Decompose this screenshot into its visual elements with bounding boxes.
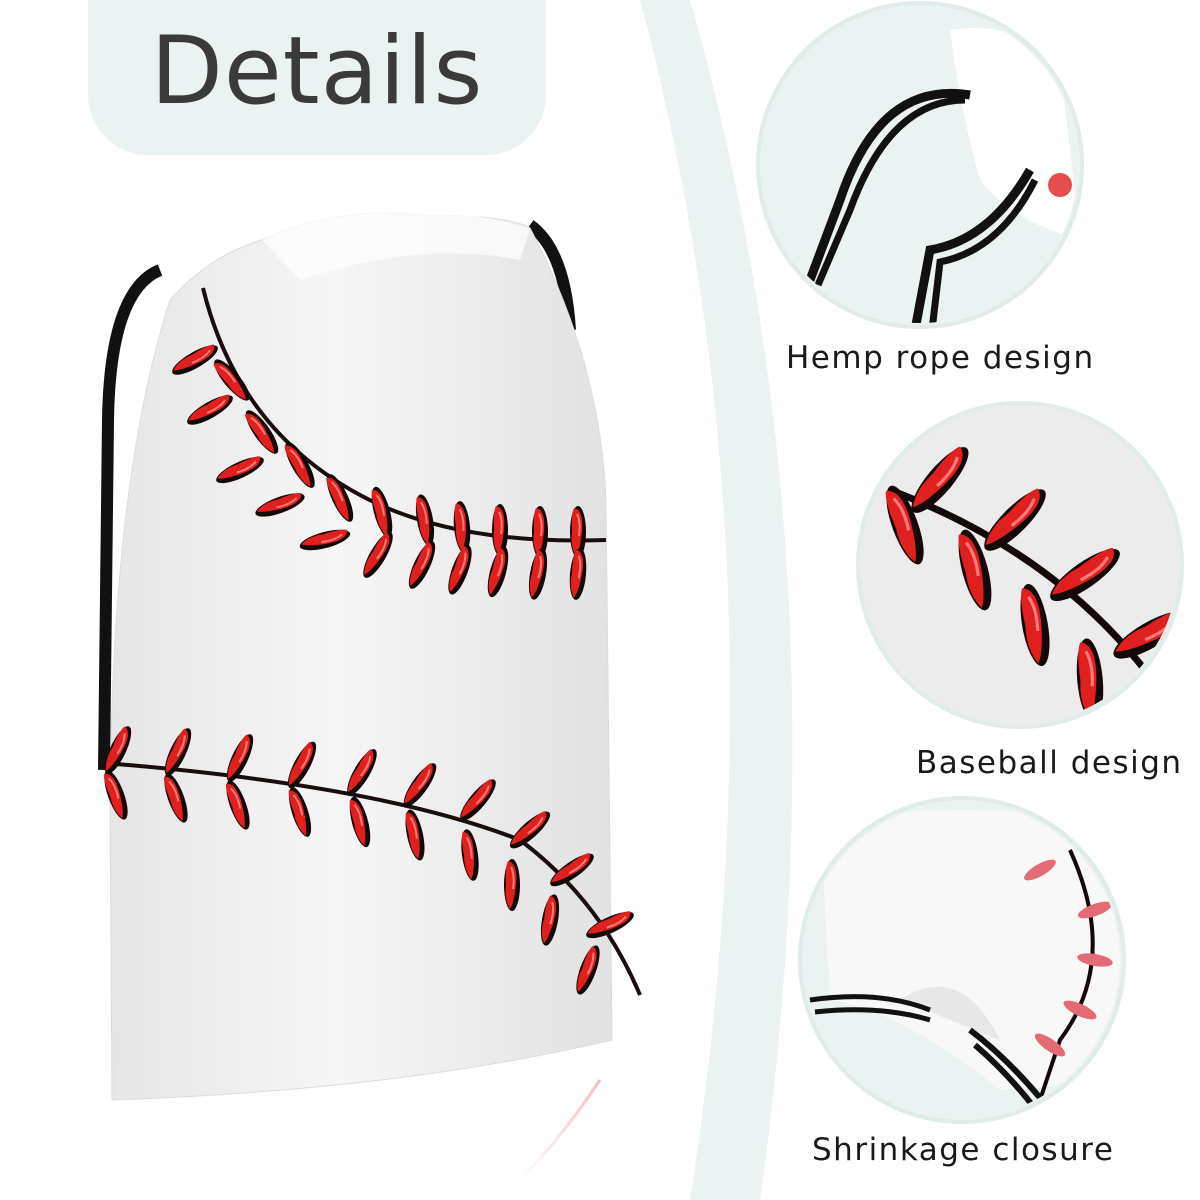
detail-caption-closure: Shrinkage closure (812, 1132, 1115, 1168)
detail-circle-baseball (856, 401, 1184, 729)
drawstring-bag-icon (109, 212, 613, 1101)
page-title: Details (150, 17, 484, 126)
detail-circle-rope (756, 1, 1084, 329)
detail-caption-baseball: Baseball design (916, 745, 1183, 781)
divider-arc (640, 0, 793, 1200)
detail-circle-closure (798, 796, 1126, 1124)
detail-caption-rope: Hemp rope design (786, 340, 1095, 376)
title-banner (88, 0, 546, 155)
